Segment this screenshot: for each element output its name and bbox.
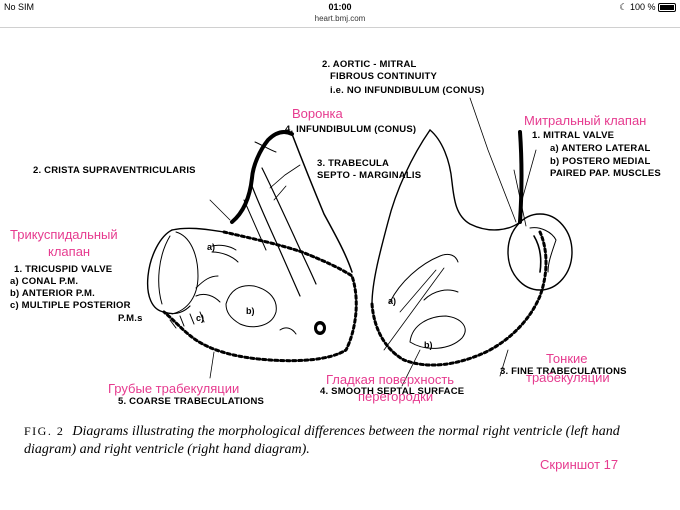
annotation-tricuspid-2: клапан bbox=[48, 244, 91, 259]
label-trabecula-2: SEPTO - MARGINALIS bbox=[317, 170, 422, 181]
figure-caption-text: Diagrams illustrating the morphological … bbox=[24, 424, 620, 457]
mark-b-right: b) bbox=[424, 340, 433, 350]
annotation-fine-2: трабекуляции bbox=[526, 370, 610, 385]
mark-c-left: c) bbox=[196, 313, 205, 323]
annotation-smooth-1: Гладкая поверхность bbox=[326, 372, 455, 387]
mark-a-right: a) bbox=[388, 296, 397, 306]
label-mitral-2: a) ANTERO LATERAL bbox=[550, 143, 651, 154]
moon-icon: ☾ bbox=[619, 2, 628, 12]
label-trabecula-1: 3. TRABECULA bbox=[317, 158, 390, 169]
label-smooth: 4. SMOOTH SEPTAL SURFACE bbox=[320, 386, 465, 397]
annotation-coarse: Грубые трабекуляции bbox=[108, 381, 240, 396]
label-tricuspid-1: 1. TRICUSPID VALVE bbox=[14, 264, 113, 275]
label-fine: 3. FINE TRABECULATIONS bbox=[500, 366, 627, 377]
label-aortic-mitral-2: FIBROUS CONTINUITY bbox=[330, 71, 438, 82]
label-crista: 2. CRISTA SUPRAVENTRICULARIS bbox=[33, 165, 196, 176]
label-mitral-1: 1. MITRAL VALVE bbox=[532, 130, 615, 141]
annotation-screenshot: Скриншот 17 bbox=[540, 457, 619, 472]
battery-indicator: ☾ 100 % bbox=[619, 2, 676, 13]
figure-number: FIG. 2 bbox=[24, 424, 65, 438]
label-mitral-4: PAIRED PAP. MUSCLES bbox=[550, 168, 661, 179]
annotation-smooth-2: перегородки bbox=[358, 389, 434, 404]
mark-b-left: b) bbox=[246, 306, 255, 316]
annotation-fine-1: Тонкие bbox=[546, 351, 588, 366]
label-coarse: 5. COARSE TRABECULATIONS bbox=[118, 396, 265, 407]
clock: 01:00 bbox=[328, 2, 352, 12]
battery-icon bbox=[658, 3, 676, 13]
mark-a-left: a) bbox=[207, 242, 216, 252]
annotation-tricuspid-1: Трикуспидальный bbox=[10, 227, 118, 242]
label-aortic-mitral-1: 2. AORTIC - MITRAL bbox=[322, 59, 417, 70]
annotation-voronka: Воронка bbox=[292, 106, 343, 121]
label-mitral-3: b) POSTERO MEDIAL bbox=[550, 156, 651, 167]
carrier-text: No SIM bbox=[4, 2, 35, 12]
annotation-mitral: Митральный клапан bbox=[524, 113, 647, 128]
label-tricuspid-4: c) MULTIPLE POSTERIOR bbox=[10, 300, 131, 311]
status-bar: No SIM 01:00 ☾ 100 % heart.bmj.com bbox=[0, 0, 680, 23]
label-infundibulum: 4. INFUNDIBULUM (CONUS) bbox=[285, 124, 417, 135]
url-bar[interactable]: heart.bmj.com bbox=[314, 14, 366, 23]
label-tricuspid-5: P.M.s bbox=[118, 313, 143, 324]
battery-percent: 100 % bbox=[629, 2, 656, 12]
url-divider bbox=[0, 27, 680, 28]
label-tricuspid-2: a) CONAL P.M. bbox=[10, 276, 79, 287]
label-tricuspid-3: b) ANTERIOR P.M. bbox=[10, 288, 96, 299]
label-aortic-mitral-3: i.e. NO INFUNDIBULUM (CONUS) bbox=[330, 85, 485, 96]
